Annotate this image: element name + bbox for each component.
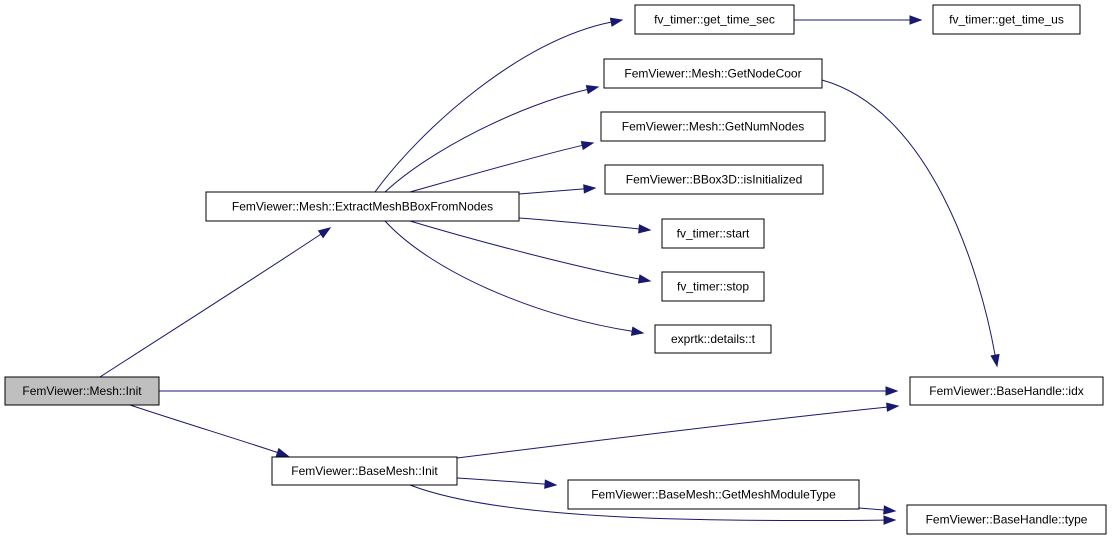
edge-mesh_init-to-extract_bbox [99,227,332,378]
node-get_mesh_module_type[interactable]: FemViewer::BaseMesh::GetMeshModuleType [567,479,860,510]
node-label: FemViewer::Mesh::ExtractMeshBBoxFromNode… [232,200,493,214]
node-mesh_init[interactable]: FemViewer::Mesh::Init [4,376,160,406]
edge-extract_bbox-to-timer_start [518,217,652,234]
node-get_num_nodes[interactable]: FemViewer::Mesh::GetNumNodes [600,111,826,142]
node-label: FemViewer::BaseMesh::GetMeshModuleType [591,488,836,502]
edge-basemesh_init-to-get_mesh_module_type [456,477,558,489]
edge-get_node_coor-to-basehandle_idx [821,79,1000,368]
node-basemesh_init[interactable]: FemViewer::BaseMesh::Init [271,456,458,486]
edge-extract_bbox-to-get_time_sec [374,17,624,193]
node-label: fv_timer::start [677,227,750,241]
node-label: FemViewer::BaseHandle::type [926,513,1088,527]
edge-extract_bbox-to-get_num_nodes [409,140,595,193]
edge-basemesh_init-to-basehandle_type [409,484,897,525]
edge-extract_bbox-to-exprtk_t [384,220,645,336]
node-basehandle_idx[interactable]: FemViewer::BaseHandle::idx [909,376,1104,406]
edge-extract_bbox-to-timer_stop [409,220,652,284]
node-label: FemViewer::BBox3D::isInitialized [626,173,803,187]
edge-extract_bbox-to-get_node_coor [384,84,600,193]
node-label: exprtk::details::t [671,332,756,346]
node-label: fv_timer::get_time_sec [654,13,775,27]
edge-mesh_init-to-basemesh_init [129,404,290,457]
node-label: FemViewer::Mesh::Init [22,384,142,398]
edge-basemesh_init-to-basehandle_idx [456,402,900,459]
edge-get_time_sec-to-get_time_us [794,15,923,25]
node-label: FemViewer::BaseMesh::Init [291,464,438,478]
edge-mesh_init-to-basehandle_idx [159,386,899,396]
node-basehandle_type[interactable]: FemViewer::BaseHandle::type [906,504,1107,535]
node-get_node_coor[interactable]: FemViewer::Mesh::GetNodeCoor [603,58,823,89]
edge-get_mesh_module_type-to-basehandle_type [858,505,897,515]
node-label: fv_timer::get_time_us [949,13,1064,27]
node-label: fv_timer::stop [677,280,749,294]
node-label: FemViewer::Mesh::GetNodeCoor [624,67,801,81]
node-timer_start[interactable]: fv_timer::start [661,218,765,249]
edge-extract_bbox-to-bbox_is_init [518,184,597,195]
call-graph-nodes: FemViewer::Mesh::Init FemViewer::Mesh::Ex… [4,4,1107,535]
node-extract_bbox[interactable]: FemViewer::Mesh::ExtractMeshBBoxFromNode… [205,191,520,222]
node-label: FemViewer::Mesh::GetNumNodes [622,120,805,134]
call-graph-edges [99,15,1000,525]
node-get_time_sec[interactable]: fv_timer::get_time_sec [634,4,795,35]
node-exprtk_t[interactable]: exprtk::details::t [654,324,772,354]
node-get_time_us[interactable]: fv_timer::get_time_us [932,4,1081,35]
node-label: FemViewer::BaseHandle::idx [929,384,1084,398]
node-bbox_is_init[interactable]: FemViewer::BBox3D::isInitialized [604,164,824,195]
node-timer_stop[interactable]: fv_timer::stop [661,271,765,302]
